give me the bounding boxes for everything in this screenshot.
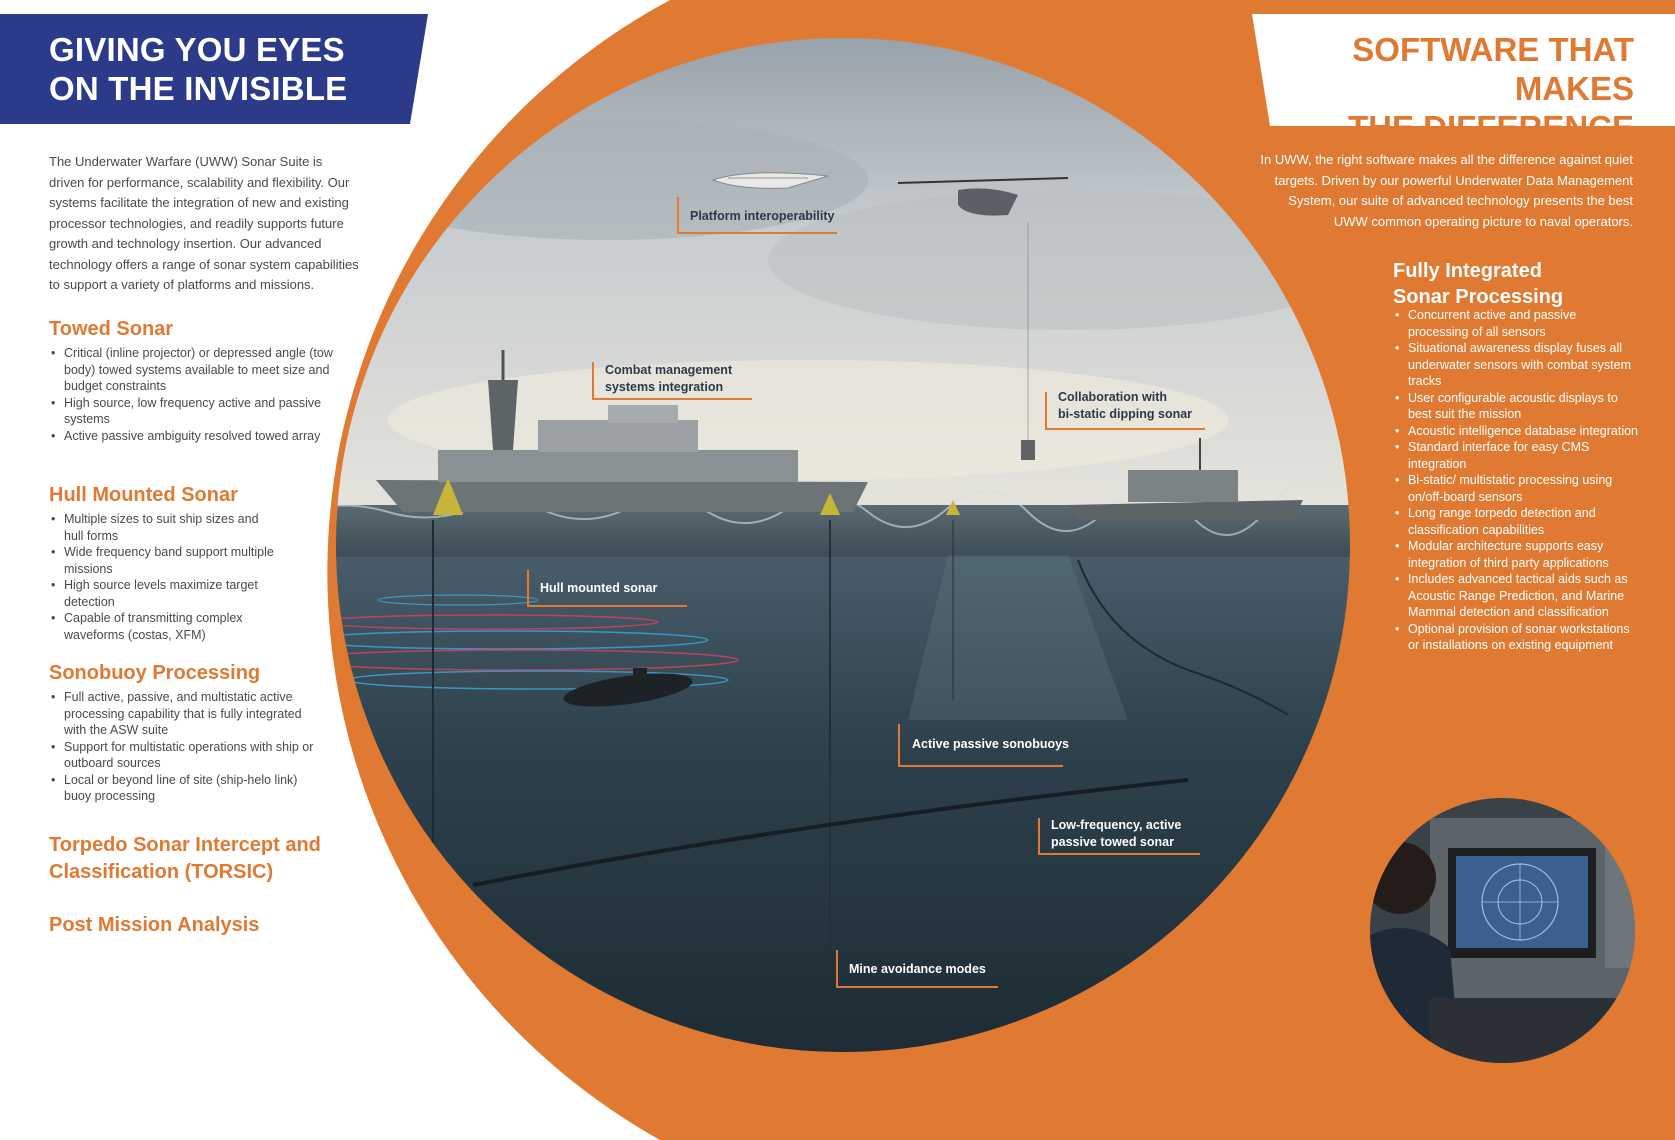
towed-sonar-section: Towed Sonar Critical (inline projector) … bbox=[49, 316, 349, 444]
left-title-banner bbox=[0, 14, 428, 124]
callout-bistatic-dipping-sonar: Collaboration with bi-static dipping son… bbox=[1058, 390, 1193, 421]
list-item: Optional provision of sonar workstations… bbox=[1393, 621, 1638, 654]
list-item: Active passive ambiguity resolved towed … bbox=[49, 428, 349, 445]
callout-underline bbox=[898, 765, 1063, 767]
list-item: Full active, passive, and multistatic ac… bbox=[49, 689, 319, 739]
right-banner-title: SOFTWARE THAT MAKES THE DIFFERENCE bbox=[1347, 31, 1634, 146]
callout-platform-interoperability: Platform interoperability bbox=[690, 209, 835, 223]
towed-sonar-list: Critical (inline projector) or depressed… bbox=[49, 345, 349, 444]
list-item: Concurrent active and passive processing… bbox=[1393, 307, 1638, 340]
callout-marker-line bbox=[1038, 818, 1040, 855]
list-item: Wide frequency band support multiple mis… bbox=[49, 544, 274, 577]
callout-mine-avoidance: Mine avoidance modes bbox=[849, 962, 986, 976]
list-item: Multiple sizes to suit ship sizes and hu… bbox=[49, 511, 274, 544]
list-item: Standard interface for easy CMS integrat… bbox=[1393, 439, 1638, 472]
callout-underline bbox=[1045, 428, 1205, 430]
right-title-banner bbox=[1252, 14, 1675, 126]
left-banner-title: GIVING YOU EYES ON THE INVISIBLE bbox=[49, 31, 348, 107]
hull-mounted-sonar-section: Hull Mounted Sonar Multiple sizes to sui… bbox=[49, 482, 349, 643]
list-item: Modular architecture supports easy integ… bbox=[1393, 538, 1638, 571]
callout-combat-management: Combat management systems integration bbox=[605, 363, 733, 394]
post-mission-analysis-title: Post Mission Analysis bbox=[49, 914, 260, 936]
list-item: Situational awareness display fuses all … bbox=[1393, 340, 1638, 390]
callout-underline bbox=[592, 398, 752, 400]
list-item: Bi-static/ multistatic processing using … bbox=[1393, 472, 1638, 505]
list-item: Acoustic intelligence database integrati… bbox=[1393, 423, 1638, 440]
right-panel-title: Fully Integrated Sonar Processing bbox=[1393, 260, 1564, 308]
list-item: High source levels maximize target detec… bbox=[49, 577, 274, 610]
towed-sonar-title: Towed Sonar bbox=[49, 318, 174, 340]
list-item: High source, low frequency active and pa… bbox=[49, 395, 349, 428]
callout-marker-line bbox=[592, 362, 594, 399]
sonobuoy-processing-list: Full active, passive, and multistatic ac… bbox=[49, 689, 319, 805]
sonobuoy-processing-title: Sonobuoy Processing bbox=[49, 662, 261, 684]
callout-underline bbox=[836, 986, 998, 988]
right-intro-paragraph: In UWW, the right software makes all the… bbox=[1260, 152, 1633, 229]
hull-mounted-sonar-title: Hull Mounted Sonar bbox=[49, 484, 238, 506]
sonar-scene-illustration bbox=[330, 32, 1356, 1058]
sonobuoy-processing-section: Sonobuoy Processing Full active, passive… bbox=[49, 660, 349, 805]
right-panel-list: Concurrent active and passive processing… bbox=[1393, 307, 1638, 654]
list-item: User configurable acoustic displays to b… bbox=[1393, 390, 1638, 423]
hull-mounted-sonar-list: Multiple sizes to suit ship sizes and hu… bbox=[49, 511, 274, 643]
list-item: Local or beyond line of site (ship-helo … bbox=[49, 772, 319, 805]
torsic-title: Torpedo Sonar Intercept and Classificati… bbox=[49, 834, 321, 883]
callout-underline bbox=[1038, 853, 1200, 855]
list-item: Capable of transmitting complex waveform… bbox=[49, 610, 274, 643]
callout-underline bbox=[527, 605, 687, 607]
list-item: Long range torpedo detection and classif… bbox=[1393, 505, 1638, 538]
callout-marker-line bbox=[898, 724, 900, 766]
callout-active-passive-sonobuoys: Active passive sonobuoys bbox=[912, 737, 1070, 751]
left-intro-paragraph: The Underwater Warfare (UWW) Sonar Suite… bbox=[49, 154, 359, 292]
list-item: Support for multistatic operations with … bbox=[49, 739, 319, 772]
callout-marker-line bbox=[836, 950, 838, 987]
callout-marker-line bbox=[677, 197, 679, 233]
callout-marker-line bbox=[1045, 392, 1047, 430]
list-item: Critical (inline projector) or depressed… bbox=[49, 345, 349, 395]
callout-towed-sonar: Low-frequency, active passive towed sona… bbox=[1051, 818, 1182, 849]
operator-workstation-photo bbox=[1370, 798, 1635, 1063]
callout-hull-mounted-sonar: Hull mounted sonar bbox=[540, 581, 658, 595]
callout-underline bbox=[677, 232, 837, 234]
callout-marker-line bbox=[527, 570, 529, 606]
list-item: Includes advanced tactical aids such as … bbox=[1393, 571, 1638, 621]
